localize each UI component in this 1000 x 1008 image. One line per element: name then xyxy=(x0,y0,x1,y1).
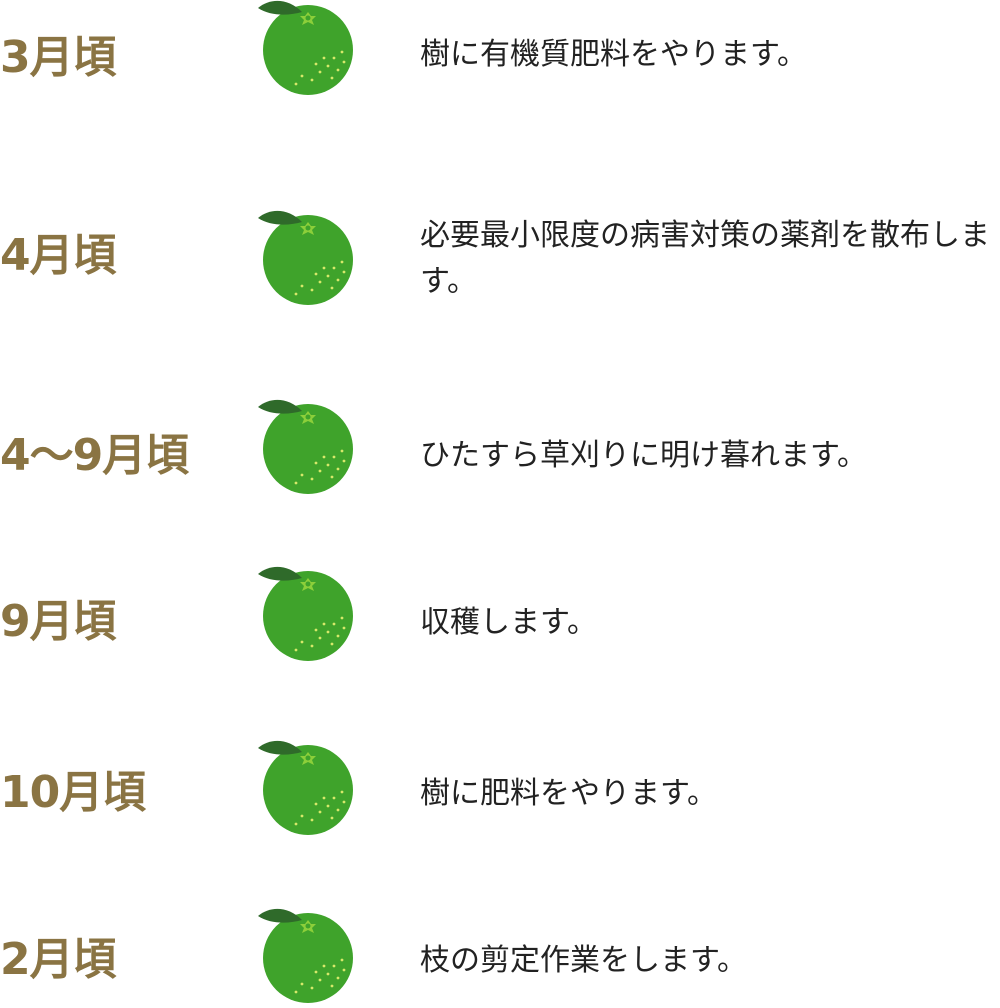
citrus-fruit-icon xyxy=(256,0,356,100)
citrus-fruit-icon xyxy=(256,399,356,499)
citrus-fruit-icon xyxy=(256,566,356,666)
task-description: 樹に有機質肥料をやります。 xyxy=(420,37,807,72)
task-description: 収穫します。 xyxy=(420,605,597,640)
period-label: 10月頃 xyxy=(0,767,146,818)
period-label: 4月頃 xyxy=(0,230,117,281)
task-description: 樹に肥料をやります。 xyxy=(420,776,717,811)
period-label: 4〜9月頃 xyxy=(0,430,189,481)
period-label: 2月頃 xyxy=(0,934,117,985)
task-description: ひたすら草刈りに明け暮れます。 xyxy=(420,438,867,473)
task-description: 枝の剪定作業をします。 xyxy=(420,943,747,978)
citrus-fruit-icon xyxy=(256,908,356,1008)
citrus-fruit-icon xyxy=(256,210,356,310)
period-label: 3月頃 xyxy=(0,32,117,83)
task-description: 必要最小限度の病害対策の薬剤を散布します。 xyxy=(420,218,990,299)
citrus-fruit-icon xyxy=(256,740,356,840)
period-label: 9月頃 xyxy=(0,596,117,647)
